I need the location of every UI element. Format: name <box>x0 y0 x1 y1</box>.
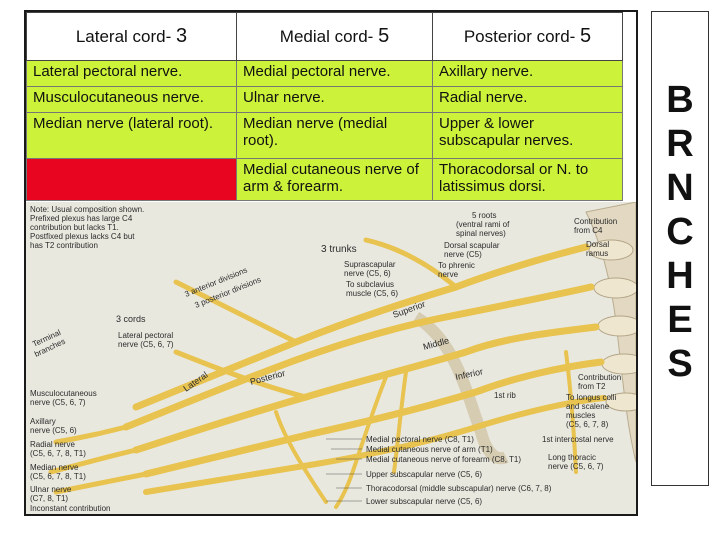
title-letter: N <box>666 167 694 209</box>
label-median: Median nerve <box>30 463 79 472</box>
label-to-phrenic-sub: nerve <box>438 270 459 279</box>
label-medial-cutaneous-arm: Medial cutaneous nerve of arm (T1) <box>366 445 493 454</box>
legend-line: has T2 contribution <box>30 241 98 250</box>
label-suprascapular: Suprascapular <box>344 260 396 269</box>
table-cell: Median nerve (lateral root). <box>26 112 237 159</box>
table-cell: Musculocutaneous nerve. <box>26 86 237 113</box>
table-cell: Medial cutaneous nerve of arm & forearm. <box>236 158 433 201</box>
table-cell: Ulnar nerve. <box>236 86 433 113</box>
table-row: Musculocutaneous nerve. Ulnar nerve. Rad… <box>26 86 623 113</box>
leader-lines <box>326 438 362 502</box>
label-ulnar: Ulnar nerve <box>30 485 72 494</box>
header-medial-cord: Medial cord- 5 <box>236 12 433 61</box>
label-to-longus-sub: muscles <box>566 411 595 420</box>
table-cell: Upper & lower subscapular nerves. <box>432 112 623 159</box>
brachial-plexus-illustration: Note: Usual composition shown. Prefixed … <box>26 202 636 514</box>
title-letter: E <box>667 299 693 341</box>
table-cell: Radial nerve. <box>432 86 623 113</box>
cords-table: Lateral cord- 3 Medial cord- 5 Posterior… <box>26 12 623 201</box>
table-row: Medial cutaneous nerve of arm & forearm.… <box>26 158 623 201</box>
legend-line: Postfixed plexus lacks C4 but <box>30 232 135 241</box>
nerve-bundles <box>48 237 607 509</box>
label-long-thoracic: Long thoracic <box>548 453 596 462</box>
label-long-thoracic-sub: nerve (C5, 6, 7) <box>548 462 604 471</box>
label-3-trunks: 3 trunks <box>321 244 357 255</box>
label-inconstant: Inconstant contribution <box>30 504 111 513</box>
label-radial-sub: (C5, 6, 7, 8, T1) <box>30 449 86 458</box>
label-ulnar-sub: (C7, 8, T1) <box>30 494 68 503</box>
label-axillary: Axillary <box>30 417 56 426</box>
label-axillary-sub: nerve (C5, 6) <box>30 426 77 435</box>
branches-vertical-title: B R N C H E S <box>651 11 709 486</box>
label-dorsal-ramus-sub: ramus <box>586 249 608 258</box>
label-to-longus-sub: and scalene <box>566 402 610 411</box>
label-musculocutaneous-sub: nerve (C5, 6, 7) <box>30 398 86 407</box>
label-to-subclavius-sub: muscle (C5, 6) <box>346 289 398 298</box>
label-musculocutaneous: Musculocutaneous <box>30 389 97 398</box>
label-medial-cutaneous-forearm: Medial cutaneous nerve of forearm (C8, T… <box>366 455 521 464</box>
title-letter: S <box>667 343 693 385</box>
label-1st-intercostal: 1st intercostal nerve <box>542 435 614 444</box>
header-lateral-cord: Lateral cord- 3 <box>26 12 237 61</box>
title-letter: R <box>666 123 694 165</box>
table-cell: Lateral pectoral nerve. <box>26 60 237 87</box>
label-5-roots-sub: spinal nerves) <box>456 229 506 238</box>
label-lateral-pectoral-sub: nerve (C5, 6, 7) <box>118 340 174 349</box>
label-dorsal-scapular-sub: nerve (C5) <box>444 250 482 259</box>
first-rib <box>412 311 509 465</box>
table-cell: Medial pectoral nerve. <box>236 60 433 87</box>
title-letter: B <box>666 79 694 121</box>
label-to-subclavius: To subclavius <box>346 280 394 289</box>
label-3-cords: 3 cords <box>116 314 146 324</box>
label-5-roots-sub: (ventral rami of <box>456 220 510 229</box>
label-dorsal-ramus: Dorsal <box>586 240 609 249</box>
label-contribution-t2: Contribution <box>578 373 621 382</box>
label-5-roots: 5 roots <box>472 211 496 220</box>
label-dorsal-scapular: Dorsal scapular <box>444 241 500 250</box>
table-cell: Median nerve (medial root). <box>236 112 433 159</box>
header-row: Lateral cord- 3 Medial cord- 5 Posterior… <box>26 12 623 61</box>
vertebral-column <box>585 202 636 463</box>
label-contribution-t2-sub: from T2 <box>578 382 606 391</box>
label-median-sub: (C5, 6, 7, 8, T1) <box>30 472 86 481</box>
legend-line: Note: Usual composition shown. <box>30 205 144 214</box>
table-row: Lateral pectoral nerve. Medial pectoral … <box>26 60 623 87</box>
label-lateral-pectoral: Lateral pectoral <box>118 331 173 340</box>
label-medial-pectoral: Medial pectoral nerve (C8, T1) <box>366 435 474 444</box>
label-contribution-c4-sub: from C4 <box>574 226 603 235</box>
table-row: Median nerve (lateral root). Median nerv… <box>26 112 623 159</box>
label-suprascapular-sub: nerve (C5, 6) <box>344 269 391 278</box>
label-to-longus-sub: (C5, 6, 7, 8) <box>566 420 609 429</box>
plexus-drawing: Note: Usual composition shown. Prefixed … <box>30 202 636 513</box>
table-cell: Thoracodorsal or N. to latissimus dorsi. <box>432 158 623 201</box>
label-radial: Radial nerve <box>30 440 75 449</box>
legend-line: Prefixed plexus has large C4 <box>30 214 133 223</box>
title-letter: C <box>666 211 694 253</box>
table-cell: Axillary nerve. <box>432 60 623 87</box>
label-contribution-c4: Contribution <box>574 217 617 226</box>
label-upper-subscapular: Upper subscapular nerve (C5, 6) <box>366 470 482 479</box>
label-lower-subscapular: Lower subscapular nerve (C5, 6) <box>366 497 482 506</box>
label-to-longus: To longus colli <box>566 393 616 402</box>
header-posterior-cord: Posterior cord- 5 <box>432 12 623 61</box>
table-cell-empty <box>26 158 237 201</box>
label-thoracodorsal: Thoracodorsal (middle subscapular) nerve… <box>366 484 552 493</box>
label-1st-rib: 1st rib <box>494 391 516 400</box>
legend-line: contribution but lacks T1. <box>30 223 119 232</box>
title-letter: H <box>666 255 694 297</box>
label-to-phrenic: To phrenic <box>438 261 475 270</box>
